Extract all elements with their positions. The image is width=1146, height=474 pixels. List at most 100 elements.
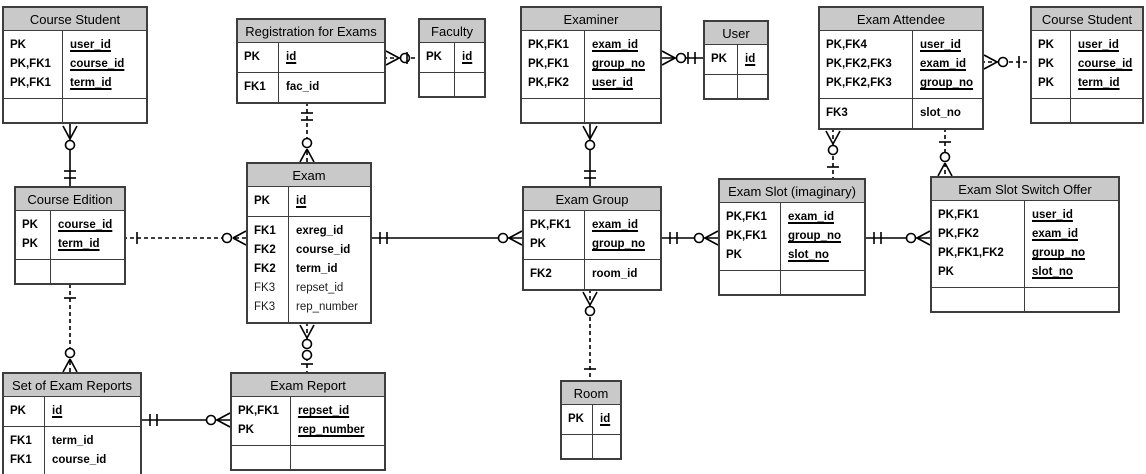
key-designation: FK3	[254, 301, 276, 313]
relationship-registration-for-exams--faculty	[383, 50, 421, 66]
entity-title: Exam Attendee	[820, 8, 982, 31]
empty-section	[932, 287, 1118, 311]
key-designation: PK,FK1	[938, 209, 979, 221]
relationship-course-edition--exam	[123, 230, 249, 246]
attribute-name: term_id	[70, 77, 112, 89]
attribute-name: term_id	[1078, 77, 1120, 89]
attribute-row: PK slot_no	[720, 246, 864, 265]
attribute-name: term_id	[58, 238, 100, 250]
attribute-name: slot_no	[788, 249, 829, 261]
key-designation: PK,FK1	[528, 58, 569, 70]
key-designation: PK,FK1	[726, 230, 767, 242]
attribute-name: group_no	[788, 230, 842, 242]
empty-section	[4, 98, 146, 122]
key-designation: PK	[22, 219, 38, 231]
relationship-examiner--user	[659, 50, 706, 66]
attribute-name: course_id	[58, 219, 113, 231]
key-designation: PK,FK4	[826, 39, 867, 51]
relationship-exam-slot--exam-slot-switch-offer	[863, 230, 933, 246]
attribute-name: user_id	[70, 39, 111, 51]
key-designation: PK	[1038, 39, 1054, 51]
attribute-name: room_id	[592, 268, 638, 280]
attribute-name: exam_id	[920, 58, 967, 70]
key-designation: PK,FK1	[530, 219, 571, 231]
empty-section	[562, 434, 620, 458]
key-designation: FK2	[254, 263, 276, 275]
attribute-name: course_id	[1078, 58, 1133, 70]
entity-title: Course Student	[1032, 8, 1142, 31]
attribute-name: user_id	[1078, 39, 1119, 51]
attribute-row: PK user_id	[1032, 36, 1142, 55]
attribute-name: term_id	[52, 435, 94, 447]
attribute-name: slot_no	[920, 107, 961, 119]
attribute-name: rep_number	[298, 424, 365, 436]
entity-title: Exam Slot (imaginary)	[720, 180, 864, 203]
key-designation: PK	[530, 238, 546, 250]
attribute-row: PK term_id	[16, 235, 124, 254]
key-designation: PK	[22, 238, 38, 250]
key-designation: PK	[238, 424, 254, 436]
attribute-name: id	[52, 405, 63, 417]
attribute-name: repset_id	[296, 282, 344, 294]
entity-title: Course Student	[4, 8, 146, 31]
attribute-name: exam_id	[788, 211, 835, 223]
key-designation: PK	[726, 249, 742, 261]
key-designation: FK2	[254, 244, 276, 256]
key-designation: PK	[10, 405, 26, 417]
key-designation: PK,FK1	[10, 77, 51, 89]
attribute-name: course_id	[296, 244, 351, 256]
relationship-exam-attendee--course-student-right	[981, 54, 1033, 70]
key-designation: PK	[426, 51, 442, 63]
key-designation: PK,FK1	[528, 39, 569, 51]
attribute-name: course_id	[70, 58, 125, 70]
attribute-name: group_no	[920, 77, 974, 89]
attribute-name: term_id	[296, 263, 338, 275]
attribute-row: FK2 course_id	[248, 241, 370, 260]
key-designation: PK,FK2,FK3	[826, 77, 892, 89]
key-designation: PK	[1038, 58, 1054, 70]
key-designation: PK,FK1	[238, 405, 279, 417]
